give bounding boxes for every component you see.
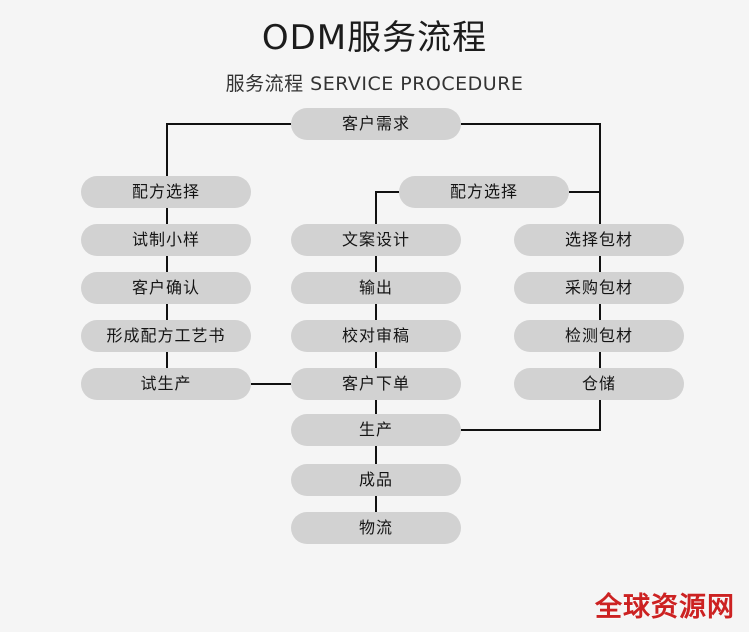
flow-node-packaging-3[interactable]: 检测包材 [514, 320, 684, 352]
flow-node-formula-2[interactable]: 试制小样 [81, 224, 251, 256]
flow-node-label: 成品 [358, 470, 393, 489]
wire-formula2-to-design [375, 191, 399, 224]
flow-node-label: 校对审稿 [341, 326, 410, 345]
flow-node-design-7[interactable]: 物流 [291, 512, 461, 544]
flow-node-label: 客户下单 [341, 374, 410, 393]
flow-node-label: 物流 [358, 518, 393, 537]
flow-node-label: 客户需求 [341, 114, 410, 133]
watermark: 全球资源网 [595, 592, 735, 623]
flow-node-label: 生产 [358, 420, 393, 439]
flow-node-label: 采购包材 [564, 278, 633, 297]
flow-node-label: 选择包材 [564, 230, 633, 249]
flow-node-design-6[interactable]: 成品 [291, 464, 461, 496]
flow-node-label: 输出 [358, 278, 393, 297]
flow-node-design-0[interactable]: 配方选择 [399, 176, 569, 208]
flow-node-design-1[interactable]: 文案设计 [291, 224, 461, 256]
flow-node-label: 配方选择 [449, 182, 518, 201]
flow-node-design-2[interactable]: 输出 [291, 272, 461, 304]
flow-node-formula-3[interactable]: 客户确认 [81, 272, 251, 304]
flow-node-label: 检测包材 [564, 326, 633, 345]
flow-node-label: 试制小样 [131, 230, 200, 249]
flow-node-formula-4[interactable]: 形成配方工艺书 [81, 320, 251, 352]
flow-node-label: 配方选择 [131, 182, 200, 201]
flow-node-label: 文案设计 [341, 230, 410, 249]
flow-node-label: 客户确认 [131, 278, 200, 297]
flow-node-design-4[interactable]: 客户下单 [291, 368, 461, 400]
flow-node-label: 试生产 [140, 374, 192, 393]
flow-node-packaging-1[interactable]: 选择包材 [514, 224, 684, 256]
flow-node-formula-1[interactable]: 配方选择 [81, 176, 251, 208]
page-subtitle: 服务流程 SERVICE PROCEDURE [225, 72, 524, 95]
flow-node-label: 形成配方工艺书 [106, 326, 226, 345]
flow-node-packaging-4[interactable]: 仓储 [514, 368, 684, 400]
page-title: ODM服务流程 [261, 18, 488, 58]
wire-root-to-formula [166, 123, 291, 176]
flow-node-label: 仓储 [581, 374, 616, 393]
chart-header: ODM服务流程 服务流程 SERVICE PROCEDURE [0, 0, 749, 96]
flow-node-formula-5[interactable]: 试生产 [81, 368, 251, 400]
flow-node-design-5[interactable]: 生产 [291, 414, 461, 446]
flow-node-design-3[interactable]: 校对审稿 [291, 320, 461, 352]
flow-node-packaging-2[interactable]: 采购包材 [514, 272, 684, 304]
wire-storage-to-production [461, 400, 601, 431]
flow-node-root[interactable]: 客户需求 [291, 108, 461, 140]
